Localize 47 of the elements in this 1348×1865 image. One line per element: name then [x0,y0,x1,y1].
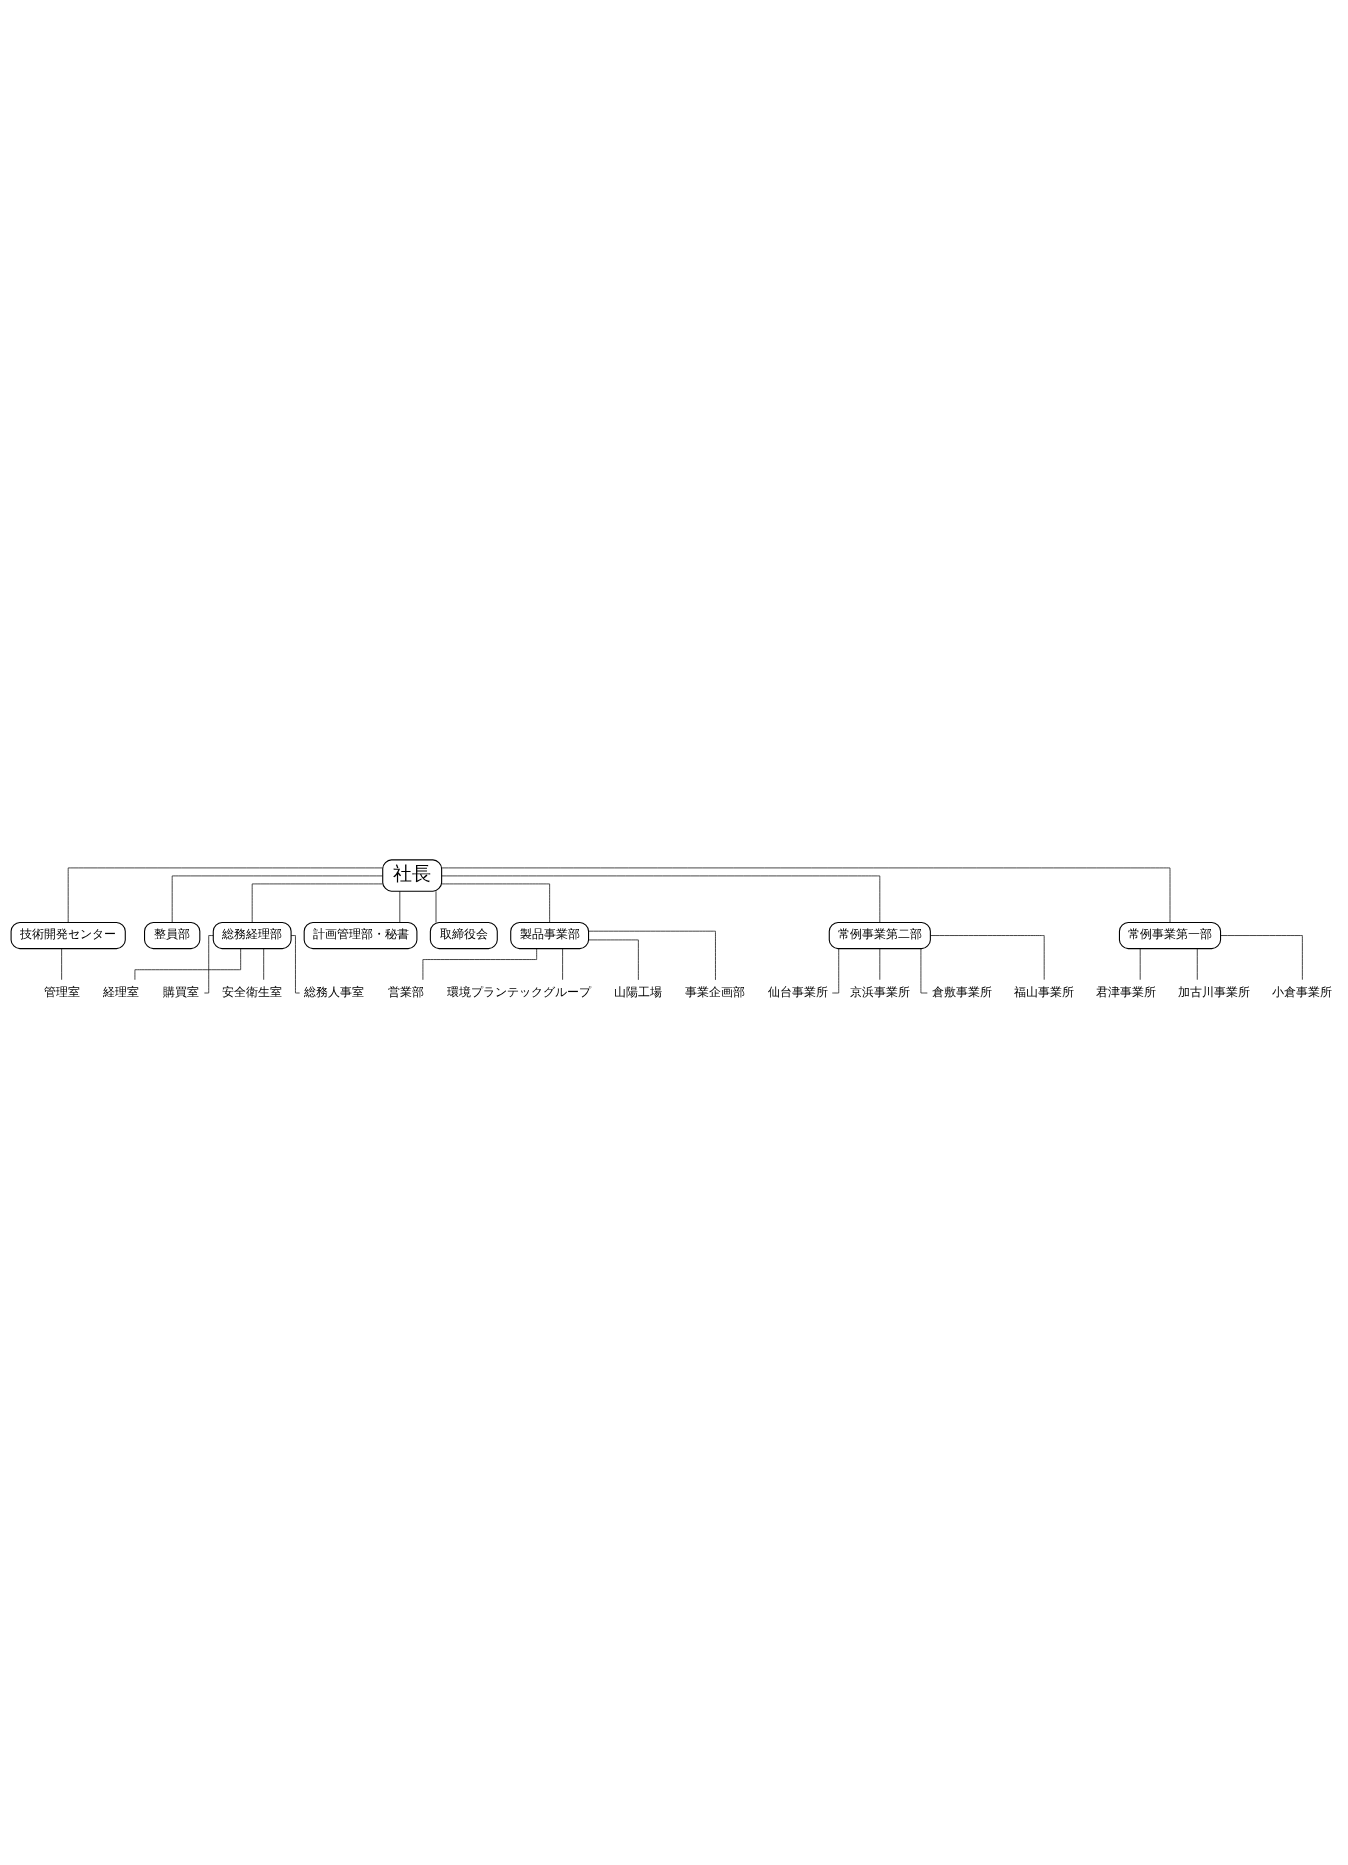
node-text: 安全衛生室 [222,984,283,999]
connector [588,930,716,980]
node-box: 計画管理部・秘書 [303,921,418,949]
connector [920,948,928,993]
node-text: 福山事業所 [1014,984,1075,999]
connector [1196,948,1198,980]
connector [441,867,1171,923]
connector [290,934,300,993]
node-text: 仙台事業所 [767,984,828,999]
node-text: 管理室 [43,984,80,999]
connector [1139,948,1141,980]
node-text: 小倉事業所 [1272,984,1333,999]
node-box: 取締役会 [429,921,498,949]
connector [399,890,401,923]
connector [1220,934,1303,980]
connector [441,883,550,923]
connector [441,875,881,923]
node-text: 加古川事業所 [1178,984,1251,999]
node-text: 営業部 [387,984,424,999]
node-box: 社長 [382,858,443,892]
node-box: 整員部 [144,921,201,949]
node-box: 総務経理部 [212,921,292,949]
connector [61,948,62,980]
connector [588,939,639,980]
connector [831,948,840,993]
node-text: 経理室 [103,984,140,999]
node-text: 倉敷事業所 [932,984,992,999]
node-box: 技術開発センター [10,921,126,949]
connector [930,934,1045,980]
node-text: 山陽工場 [614,984,663,999]
connector [562,948,563,980]
node-box: 製品事業部 [510,921,590,949]
connector [204,934,214,993]
node-text: 環境プランテックグループ [447,984,592,999]
connector [67,867,383,923]
node-text: 京浜事業所 [849,984,910,999]
connector [263,948,265,980]
node-text: 総務人事室 [304,984,365,999]
connector [435,890,437,923]
node-box: 常例事業第一部 [1118,921,1222,949]
connector [251,883,383,923]
connector [879,948,881,980]
node-box: 常例事業第二部 [828,921,931,949]
node-text: 君津事業所 [1096,984,1157,999]
node-text: 事業企画部 [685,984,746,999]
node-text: 購買室 [162,984,199,999]
connector [171,875,383,923]
